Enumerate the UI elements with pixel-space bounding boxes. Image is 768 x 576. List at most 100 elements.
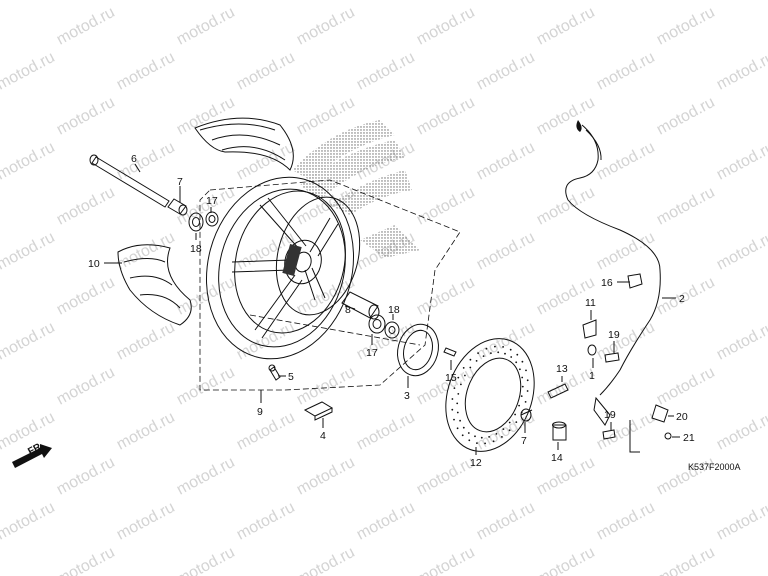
part-label: 5 [288, 371, 294, 383]
disc-hole [495, 433, 498, 435]
disc-hole [477, 352, 479, 354]
part-label: 10 [88, 258, 100, 270]
part-label: 14 [551, 452, 563, 464]
disc-hole [502, 346, 504, 348]
disc-hole [460, 383, 462, 386]
bolt-19-lower [602, 429, 616, 440]
disc-hole [468, 439, 471, 442]
disc-hole [521, 360, 524, 363]
collar-lower [520, 408, 533, 422]
part-label: 7 [177, 176, 183, 188]
grommet-1 [587, 344, 597, 356]
part-label: 9 [257, 406, 263, 418]
disc-hole [521, 385, 524, 388]
disc-hole [502, 428, 505, 430]
part-label: 16 [601, 277, 613, 289]
disc-hole [521, 376, 524, 379]
part-label: 18 [190, 243, 202, 255]
clamp-16 [627, 273, 643, 289]
disc-hole [516, 353, 519, 356]
part-label: 3 [404, 390, 410, 402]
disc-hole [451, 408, 454, 411]
bolt-15 [443, 347, 457, 357]
disc-hole [510, 356, 513, 358]
part-label: 21 [683, 432, 695, 444]
disc-hole [484, 442, 486, 445]
disc-hole [476, 442, 478, 444]
bolt-14 [552, 421, 567, 441]
disc-hole [469, 366, 472, 369]
disc-hole [456, 402, 459, 405]
disc-hole [485, 347, 488, 350]
front-direction-arrow: FR. [12, 440, 52, 468]
disc-hole [456, 427, 459, 430]
part-label: 7 [521, 435, 527, 447]
part-label: 19 [608, 329, 620, 341]
brake-disc [445, 338, 535, 452]
part-label: 12 [470, 457, 482, 469]
disc-hole [467, 432, 470, 434]
disc-hole [453, 418, 455, 421]
pulser-ring [397, 323, 439, 377]
part-label: 19 [604, 409, 616, 421]
part-label: 17 [366, 347, 378, 359]
disc-hole [457, 376, 460, 379]
disc-hole [501, 436, 503, 438]
part-label: 17 [206, 195, 218, 207]
part-label: 18 [388, 304, 400, 316]
part-label: 1 [589, 370, 595, 382]
part-label: 8 [345, 304, 351, 316]
disc-hole [525, 369, 527, 372]
brand-wing-logo [292, 120, 420, 258]
speed-sensor-cable [565, 120, 661, 426]
wheel-rim [205, 176, 361, 360]
disc-hole [464, 374, 466, 377]
disc-hole [482, 355, 485, 357]
part-label: 11 [585, 297, 596, 309]
disc-hole [494, 345, 496, 348]
part-label: 4 [320, 430, 326, 442]
disc-hole [526, 379, 529, 382]
disc-hole [469, 358, 472, 361]
disc-hole [462, 426, 465, 429]
disc-hole [509, 348, 512, 351]
disc-hole [504, 352, 506, 355]
disc-hole [492, 440, 495, 443]
disc-hole [515, 361, 518, 364]
part-label: 6 [131, 153, 137, 165]
disc-hole [457, 393, 460, 395]
disc-hole [526, 390, 529, 392]
disc-hole [524, 401, 527, 403]
disc-hole [508, 429, 511, 432]
disc-hole [514, 413, 516, 416]
disc-hole [518, 404, 520, 407]
disc-hole [497, 351, 500, 354]
distance-collar [341, 291, 380, 320]
disc-hole [519, 368, 521, 371]
disc-hole [462, 367, 465, 369]
disc-hole [515, 421, 518, 423]
disc-hole [475, 360, 478, 362]
tire-upper [194, 117, 294, 171]
assembly-outline-9 [199, 179, 461, 391]
disc-hole [459, 419, 461, 422]
bolt-13 [547, 383, 569, 399]
disc-hole [453, 387, 456, 389]
disc-hole [461, 434, 464, 437]
disc-hole [490, 352, 492, 354]
clamp-11 [582, 319, 597, 339]
part-label: 15 [445, 372, 457, 384]
collar-upper [167, 198, 188, 216]
tire-lower [117, 244, 192, 326]
seal-bearing-upper [188, 211, 219, 232]
disc-hole [508, 421, 511, 424]
seal-bearing-lower [368, 314, 400, 339]
balance-weight [303, 401, 334, 421]
leader-lines [104, 163, 680, 455]
disc-hole [488, 436, 490, 438]
disc-hole [520, 395, 523, 397]
axle [89, 154, 170, 208]
air-valve [268, 364, 281, 381]
part-label: 13 [556, 363, 568, 375]
